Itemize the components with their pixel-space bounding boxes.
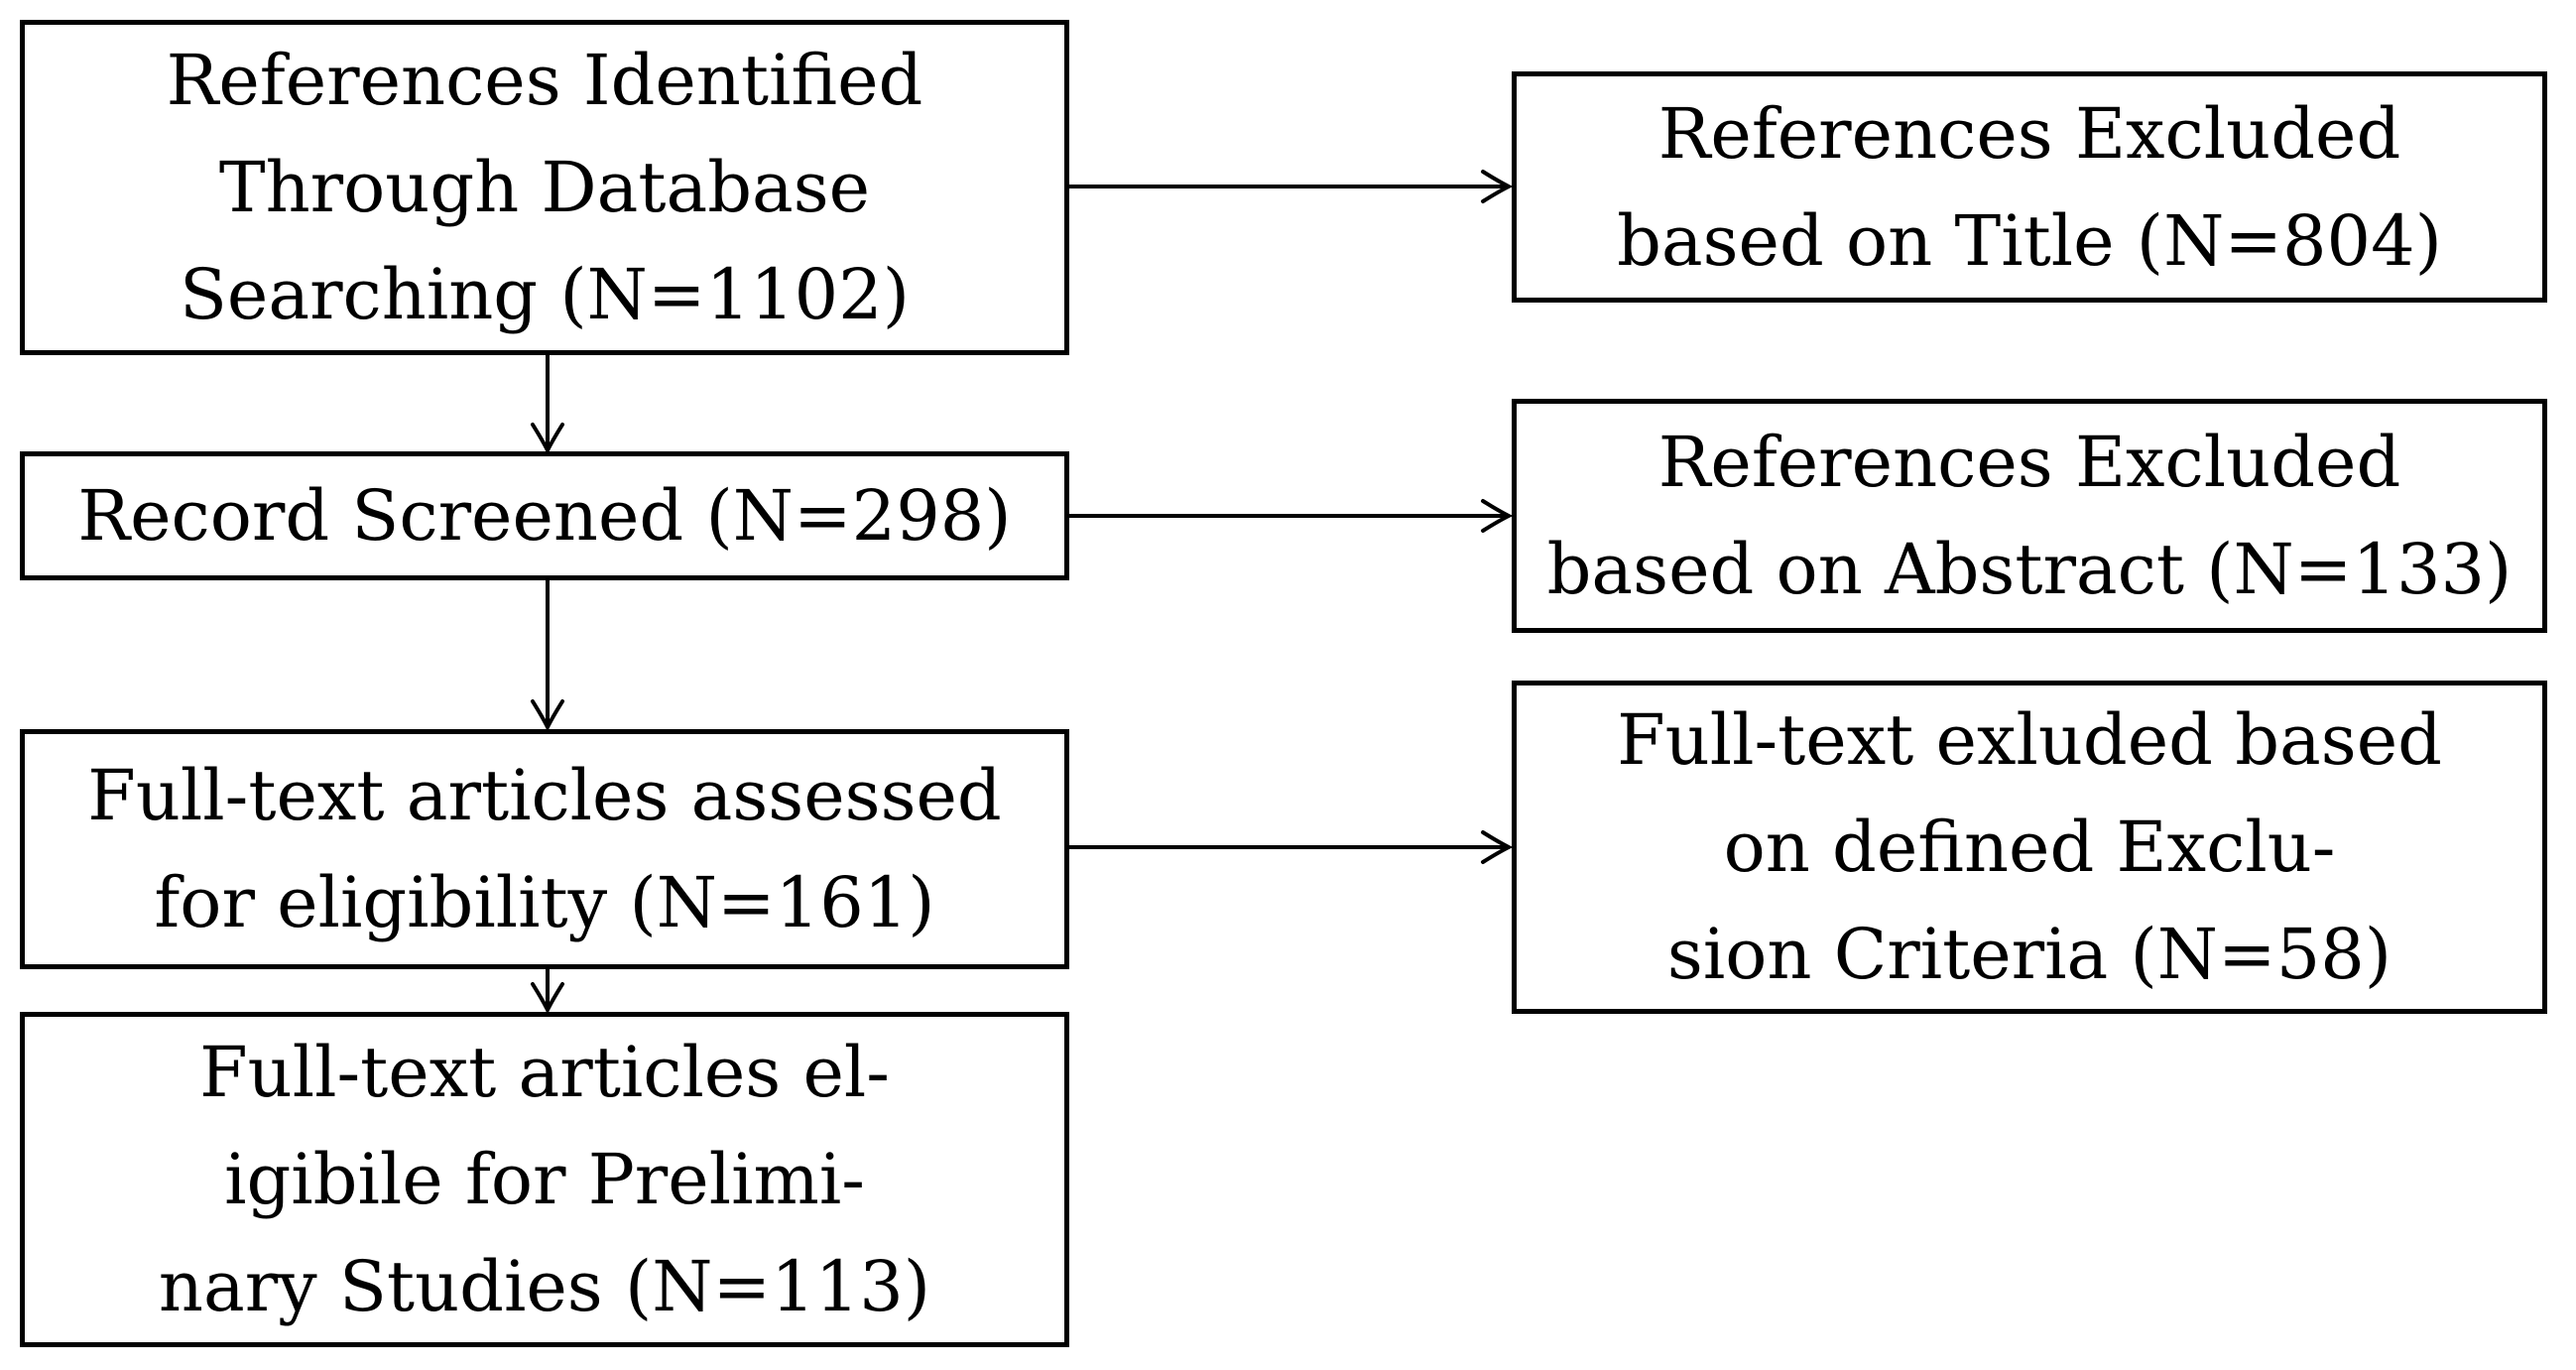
box-excluded-by-criteria-line-1: Full-text exluded based [1617, 699, 2442, 781]
box-excluded-by-title-line-2: based on Title (N=804) [1617, 199, 2442, 282]
box-references-identified: References Identified Through Database S… [20, 20, 1069, 355]
box-references-identified-line-2: Through Database [218, 147, 871, 228]
box-excluded-by-abstract-line-1: References Excluded [1657, 422, 2401, 503]
box-record-screened: Record Screened (N=298) [20, 451, 1069, 580]
box-references-identified-line-3: Searching (N=1102) [179, 254, 911, 335]
box-excluded-by-abstract: References Excluded based on Abstract (N… [1512, 399, 2547, 633]
box-record-screened-line-1: Record Screened (N=298) [77, 475, 1012, 557]
box-excluded-by-title-line-1: References Excluded [1657, 92, 2401, 175]
box-fulltext-assessed: Full-text articles assessed for eligibil… [20, 729, 1069, 969]
box-fulltext-eligible-line-1: Full-text articles el- [199, 1032, 890, 1113]
box-fulltext-eligible: Full-text articles el- igibile for Preli… [20, 1012, 1069, 1347]
box-fulltext-assessed-line-1: Full-text articles assessed [87, 755, 1002, 836]
box-references-identified-line-1: References Identified [166, 40, 923, 121]
box-fulltext-assessed-line-2: for eligibility (N=161) [154, 862, 935, 943]
box-excluded-by-criteria: Full-text exluded based on defined Exclu… [1512, 681, 2547, 1014]
box-excluded-by-abstract-line-2: based on Abstract (N=133) [1546, 529, 2513, 610]
box-fulltext-eligible-line-3: nary Studies (N=113) [158, 1246, 931, 1327]
box-fulltext-eligible-line-2: igibile for Prelimi- [224, 1139, 865, 1220]
box-excluded-by-criteria-line-2: on defined Exclu- [1723, 807, 2336, 888]
box-excluded-by-title: References Excluded based on Title (N=80… [1512, 71, 2547, 303]
box-excluded-by-criteria-line-3: sion Criteria (N=58) [1666, 914, 2392, 995]
